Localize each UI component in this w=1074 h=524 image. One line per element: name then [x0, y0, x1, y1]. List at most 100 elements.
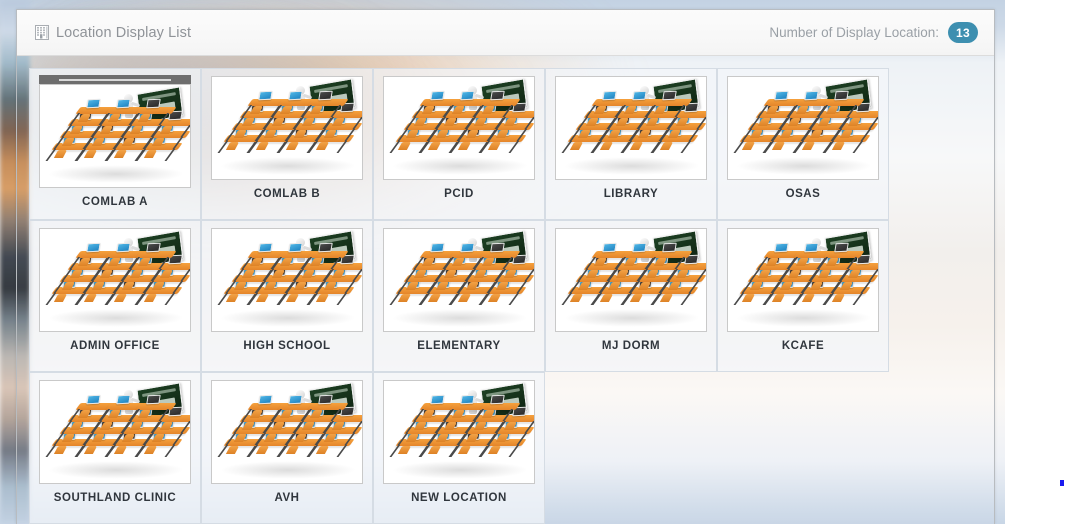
location-thumbnail[interactable] [727, 76, 879, 180]
laptop-icon [116, 242, 131, 253]
floor-shadow [564, 157, 700, 175]
student-figure-icon [478, 242, 488, 257]
location-card[interactable]: LIBRARY [545, 68, 717, 220]
student-figure-icon [792, 90, 802, 105]
classroom-illustration [40, 381, 190, 483]
location-card[interactable]: NEW LOCATION [373, 372, 545, 524]
student-figure-icon [134, 98, 144, 113]
chair-icon [801, 142, 816, 150]
card-selection-bar[interactable] [39, 75, 191, 84]
laptop-icon [460, 90, 475, 101]
chair-icon [771, 142, 786, 150]
chair-icon [771, 294, 786, 302]
student-figure-icon [792, 242, 802, 257]
location-card[interactable]: OSAS [717, 68, 889, 220]
student-figure-icon [418, 394, 428, 409]
student-figure-icon [650, 242, 660, 257]
display-location-count-label: Number of Display Location: [769, 25, 939, 40]
floor-shadow [392, 157, 528, 175]
classroom-illustration [384, 229, 534, 331]
student-figure-icon [620, 242, 630, 257]
laptop-icon [430, 90, 445, 101]
laptop-icon [318, 394, 333, 405]
classroom-illustration [212, 229, 362, 331]
chair-icon [427, 446, 442, 454]
location-thumbnail[interactable] [211, 228, 363, 332]
laptop-icon [774, 90, 789, 101]
location-card[interactable]: AVH [201, 372, 373, 524]
location-card[interactable]: MJ DORM [545, 220, 717, 372]
location-card[interactable]: PCID [373, 68, 545, 220]
laptop-icon [86, 98, 101, 109]
student-figure-icon [246, 242, 256, 257]
laptop-icon [602, 242, 617, 253]
laptop-icon [146, 242, 161, 253]
location-thumbnail[interactable] [211, 76, 363, 180]
chair-icon [143, 294, 158, 302]
location-thumbnail[interactable] [211, 380, 363, 484]
location-thumbnail[interactable] [383, 228, 535, 332]
student-figure-icon [590, 242, 600, 257]
location-thumbnail[interactable] [727, 228, 879, 332]
location-card-label: COMLAB B [253, 188, 321, 200]
chair-icon [53, 446, 68, 454]
location-card-label: NEW LOCATION [411, 492, 507, 504]
laptop-icon [662, 90, 677, 101]
laptop-icon [146, 394, 161, 405]
student-figure-icon [134, 242, 144, 257]
cursor-artifact [1060, 480, 1064, 486]
location-thumbnail[interactable] [555, 76, 707, 180]
location-card-label: SOUTHLAND CLINIC [53, 492, 177, 504]
student-figure-icon [590, 90, 600, 105]
location-card[interactable]: COMLAB A [29, 68, 201, 220]
classroom-illustration [40, 85, 190, 187]
chair-icon [315, 446, 330, 454]
location-card-label: AVH [274, 492, 300, 504]
location-thumbnail[interactable] [39, 84, 191, 188]
student-figure-icon [762, 242, 772, 257]
location-card[interactable]: HIGH SCHOOL [201, 220, 373, 372]
student-figure-icon [74, 394, 84, 409]
location-card[interactable]: SOUTHLAND CLINIC [29, 372, 201, 524]
laptop-icon [116, 394, 131, 405]
classroom-illustration [556, 77, 706, 179]
location-card-label: ELEMENTARY [417, 340, 501, 352]
location-card[interactable]: ELEMENTARY [373, 220, 545, 372]
laptop-icon [318, 242, 333, 253]
location-card[interactable]: COMLAB B [201, 68, 373, 220]
laptop-icon [258, 90, 273, 101]
laptop-icon [804, 242, 819, 253]
location-card[interactable]: KCAFE [717, 220, 889, 372]
chair-icon [569, 142, 584, 150]
student-figure-icon [448, 90, 458, 105]
chair-icon [225, 142, 240, 150]
student-figure-icon [306, 394, 316, 409]
laptop-icon [258, 394, 273, 405]
student-figure-icon [478, 394, 488, 409]
laptop-icon [804, 90, 819, 101]
laptop-icon [288, 242, 303, 253]
chair-icon [569, 294, 584, 302]
location-card[interactable]: ADMIN OFFICE [29, 220, 201, 372]
student-figure-icon [104, 98, 114, 113]
location-thumbnail[interactable] [383, 380, 535, 484]
chair-icon [143, 446, 158, 454]
chair-icon [315, 294, 330, 302]
student-figure-icon [306, 90, 316, 105]
laptop-icon [490, 90, 505, 101]
laptop-icon [632, 90, 647, 101]
chair-icon [53, 150, 68, 158]
location-thumbnail[interactable] [555, 228, 707, 332]
classroom-illustration [556, 229, 706, 331]
classroom-illustration [384, 77, 534, 179]
chair-icon [83, 446, 98, 454]
location-card-label: ADMIN OFFICE [70, 340, 160, 352]
student-figure-icon [650, 90, 660, 105]
location-thumbnail[interactable] [39, 228, 191, 332]
location-thumbnail[interactable] [383, 76, 535, 180]
location-card-label: KCAFE [781, 340, 825, 352]
laptop-icon [430, 242, 445, 253]
chair-icon [457, 294, 472, 302]
location-thumbnail[interactable] [39, 380, 191, 484]
